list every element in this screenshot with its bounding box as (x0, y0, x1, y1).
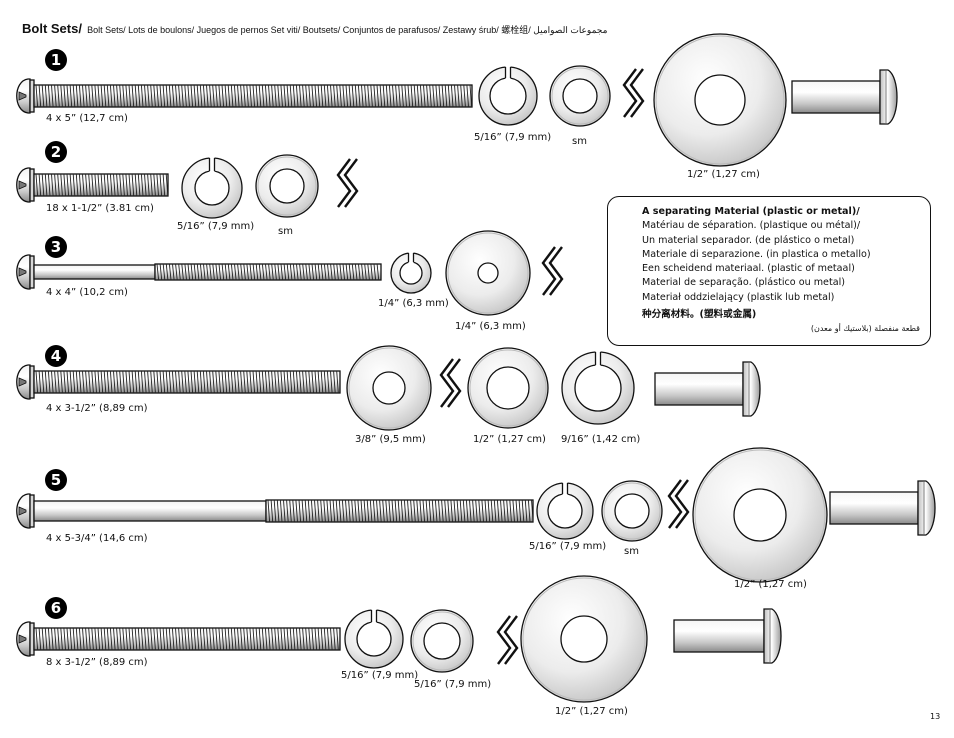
small-washer-label-5: sm (624, 546, 639, 557)
separator-note-line-it: Materiale di separazione. (in plastica o… (642, 248, 871, 260)
page-number: 13 (930, 712, 941, 721)
small-washer-label-2: sm (278, 226, 293, 237)
washer-label-4a: 3/8” (9,5 mm) (355, 434, 426, 445)
lock-washer-label-2: 5/16” (7,9 mm) (177, 221, 255, 232)
separator-symbol-3 (541, 246, 564, 296)
washer-label-4c: 9/16” (1,42 cm) (561, 434, 641, 445)
lock-washer-label-6: 5/16” (7,9 mm) (341, 670, 419, 681)
separator-note-line-zh: 种分离材料。(塑料或金属) (642, 309, 757, 321)
bolt-label-3: 4 x 4” (10,2 cm) (46, 287, 128, 298)
bolt-5 (16, 493, 534, 529)
bolt-4 (16, 364, 341, 400)
separator-symbol-5 (667, 479, 690, 529)
large-washer-6 (520, 575, 648, 703)
sleeve-6 (673, 608, 782, 664)
washer-label-4b: 1/2” (1,27 cm) (473, 434, 546, 445)
bolt-3-shank (33, 264, 156, 280)
page-title: Bolt Sets/ (22, 21, 82, 36)
lock-washer-2 (181, 157, 243, 219)
lock-washer-1 (478, 66, 538, 126)
set-number-3: 3 (45, 236, 67, 258)
small-washer-label-6: 5/16” (7,9 mm) (414, 679, 492, 690)
bolt-label-6: 8 x 3-1/2” (8,89 cm) (46, 657, 148, 668)
sleeve-4 (654, 361, 761, 417)
small-washer-label-1: sm (572, 136, 587, 147)
small-washer-5 (601, 480, 663, 542)
page-header: Bolt Sets/ Bolt Sets/ Lots de boulons/ J… (22, 20, 607, 36)
bolt-label-1: 4 x 5” (12,7 cm) (46, 113, 128, 124)
bolt-label-2: 18 x 1-1/2” (3.81 cm) (46, 203, 154, 214)
separator-symbol-2 (336, 158, 359, 208)
small-washer-2 (255, 154, 319, 218)
large-washer-label-5: 1/2” (1,27 cm) (734, 579, 807, 590)
separator-note-line-fr: Matériau de séparation. (plastique ou mé… (642, 220, 861, 232)
separator-note-title: A separating Material (plastic or metal)… (642, 206, 860, 217)
sleeve-1 (791, 69, 898, 125)
washer-label-3: 1/4” (6,3 mm) (455, 321, 526, 332)
separator-note-line-es: Un material separador. (de plástico o me… (642, 234, 855, 246)
separator-symbol-6 (496, 615, 519, 665)
bolt-1 (16, 78, 473, 114)
small-washer-1 (549, 65, 611, 127)
separator-note-line-nl: Een scheidend materiaal. (plastic of met… (642, 263, 855, 275)
separator-symbol-4 (439, 358, 462, 408)
large-washer-label-1: 1/2” (1,27 cm) (687, 169, 760, 180)
set-number-2: 2 (45, 141, 67, 163)
separator-note-line-ar: قطعة منفصلة (بلاستيك أو معدن) (810, 324, 920, 334)
lock-washer-3 (390, 252, 432, 294)
small-washer-6 (410, 609, 474, 673)
separator-symbol-1 (622, 68, 645, 118)
lock-washer-label-3: 1/4” (6,3 mm) (378, 298, 449, 309)
separator-note-line-pl: Materiał oddzielający (plastik lub metal… (642, 291, 835, 303)
washer-4a (346, 345, 432, 431)
bolt-label-4: 4 x 3-1/2” (8,89 cm) (46, 403, 148, 414)
washer-4b (467, 347, 549, 429)
set-number-1: 1 (45, 49, 67, 71)
lock-washer-4 (561, 351, 635, 425)
set-number-5: 5 (45, 469, 67, 491)
page-subtitle: Bolt Sets/ Lots de boulons/ Juegos de pe… (87, 25, 608, 35)
separator-note-line-pt: Material de separação. (plástico ou meta… (642, 277, 846, 289)
bolt-3 (16, 254, 382, 290)
set-number-4: 4 (45, 345, 67, 367)
set-number-6: 6 (45, 597, 67, 619)
lock-washer-label-5: 5/16” (7,9 mm) (529, 541, 607, 552)
lock-washer-6 (344, 609, 404, 669)
large-washer-label-6: 1/2” (1,27 cm) (555, 706, 628, 717)
large-washer-5 (692, 447, 828, 583)
lock-washer-label-1: 5/16” (7,9 mm) (474, 132, 552, 143)
bolt-6 (16, 621, 341, 657)
bolt-label-5: 4 x 5-3/4” (14,6 cm) (46, 533, 148, 544)
lock-washer-5 (536, 482, 594, 540)
washer-3 (445, 230, 531, 316)
sleeve-5 (829, 480, 936, 536)
bolt-5-shank (33, 500, 267, 522)
bolt-2 (16, 167, 169, 203)
separator-note: A separating Material (plastic or metal)… (607, 196, 931, 346)
large-washer-1 (653, 33, 787, 167)
